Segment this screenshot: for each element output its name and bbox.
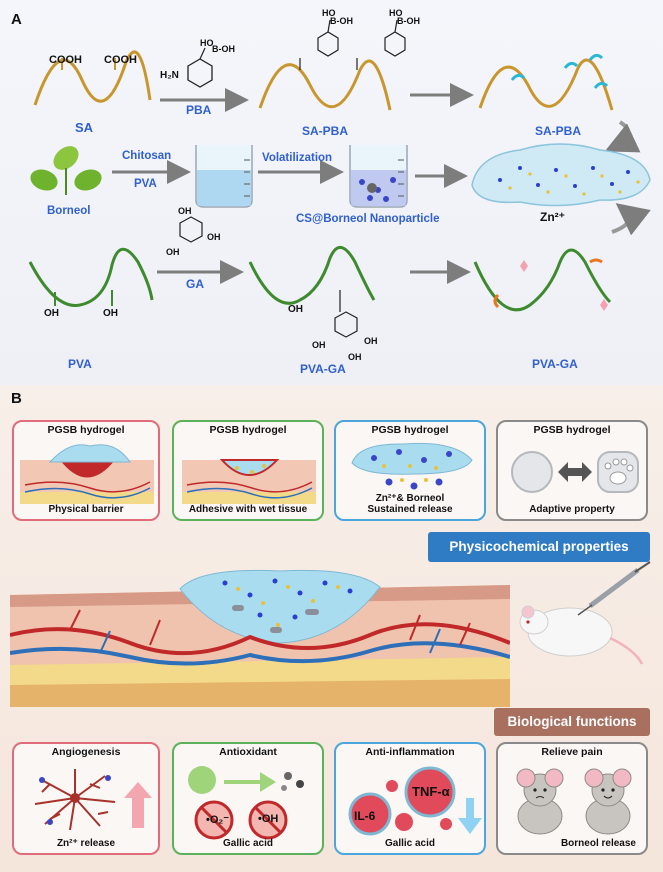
- pva-ga-chain: [248, 246, 376, 305]
- sa-chain: [33, 50, 152, 106]
- cooh-label-2: COOH: [104, 54, 137, 66]
- sapba-ho-2: HO: [389, 8, 403, 18]
- pva-oh-1: OH: [44, 308, 59, 319]
- pva-ga-label-right: PVA-GA: [532, 357, 578, 371]
- pva-small-label: PVA: [134, 178, 157, 190]
- panel-a-graphics: [28, 19, 651, 338]
- pvaga-ring-oh-3: OH: [312, 340, 326, 350]
- function-title: Relieve pain: [541, 746, 603, 758]
- function-caption: Zn²⁺ release: [56, 838, 116, 849]
- card-adhesive: PGSB hydrogel Adhesive with wet tissue: [172, 420, 324, 521]
- sapba-boh-1: B-OH: [330, 16, 353, 26]
- function-antioxidant: Antioxidant •O₂⁻ •OH Gallic acid: [172, 742, 324, 855]
- borneol-leaf: [53, 146, 79, 170]
- ga-label: GA: [186, 277, 204, 291]
- panel-a-letter: A: [11, 11, 22, 28]
- tnf-label: TNF-α: [412, 784, 450, 799]
- card-adaptive: PGSB hydrogel Adaptive property: [496, 420, 648, 521]
- borneol-label: Borneol: [47, 205, 91, 217]
- pva-chain: [28, 247, 154, 307]
- pba-benzene: [187, 58, 213, 88]
- pba-ho: HO: [200, 38, 214, 48]
- function-caption: Borneol release: [560, 838, 636, 849]
- card-caption: Adaptive property: [529, 504, 615, 515]
- sapba-boh-2: B-OH: [397, 16, 420, 26]
- nanoparticle-label: CS@Borneol Nanoparticle: [296, 213, 440, 225]
- sa-pba-label-right: SA-PBA: [535, 124, 582, 138]
- function-angiogenesis: Angiogenesis Zn²⁺ release: [12, 742, 160, 855]
- sa-label: SA: [75, 120, 94, 135]
- card-caption-2: Sustained release: [367, 504, 453, 515]
- sa-pba-chain-right: [478, 58, 614, 111]
- card-title: PGSB hydrogel: [533, 424, 611, 436]
- o2-radical-label: •O₂⁻: [206, 814, 230, 826]
- function-caption: Gallic acid: [222, 838, 274, 849]
- pvaga-ring-oh-2: OH: [348, 352, 362, 362]
- sa-pba-label: SA-PBA: [302, 124, 349, 138]
- pva-label: PVA: [68, 357, 92, 371]
- gel-drop: [471, 143, 651, 207]
- function-title: Angiogenesis: [51, 746, 121, 758]
- mouse-syringe-illustration: [519, 561, 651, 665]
- sapba-ho-1: HO: [322, 8, 336, 18]
- card-caption: Zn²⁺& Borneol: [375, 493, 445, 504]
- cooh-label-1: COOH: [49, 54, 82, 66]
- pba-label: PBA: [186, 103, 212, 117]
- card-physical-barrier: PGSB hydrogel Physical barrier: [12, 420, 160, 521]
- ga-benzene: [179, 216, 203, 243]
- ga-oh-top: OH: [178, 206, 192, 216]
- barrier-illustration: [20, 444, 154, 504]
- pva-ga-chain-right: [473, 248, 612, 312]
- card-title: PGSB hydrogel: [209, 424, 287, 436]
- volatilization-label: Volatilization: [262, 152, 333, 164]
- oh-radical-label: •OH: [258, 813, 279, 825]
- mice-illustration: [516, 768, 632, 835]
- function-title: Antioxidant: [219, 746, 277, 758]
- ga-oh-left: OH: [166, 247, 180, 257]
- card-title: PGSB hydrogel: [47, 424, 125, 436]
- panel-b-letter: B: [11, 390, 22, 407]
- angiogenesis-illustration: [34, 769, 152, 831]
- adhesive-illustration: [182, 459, 316, 504]
- il6-label: IL-6: [354, 809, 376, 823]
- pba-h2n: H₂N: [160, 70, 179, 81]
- wound-illustration: [10, 569, 510, 707]
- card-caption: Physical barrier: [48, 504, 124, 515]
- pva-ga-label: PVA-GA: [300, 362, 346, 376]
- sa-pba-chain: [258, 59, 392, 111]
- chitosan-label: Chitosan: [122, 150, 172, 162]
- banner-biological: Biological functions: [494, 708, 650, 736]
- antioxidant-illustration: [188, 766, 304, 840]
- anti-inflammation-illustration: [348, 766, 482, 836]
- pvaga-oh: OH: [288, 304, 303, 315]
- zn-label: Zn²⁺: [540, 210, 565, 224]
- ga-oh-right: OH: [207, 232, 221, 242]
- card-title: PGSB hydrogel: [371, 424, 449, 436]
- function-title: Anti-inflammation: [365, 746, 455, 758]
- pba-boh: B-OH: [212, 44, 235, 54]
- function-anti-inflammation: Anti-inflammation TNF-α IL-6 Gallic acid: [334, 742, 486, 855]
- banner-physicochemical: Physicochemical properties: [428, 532, 650, 562]
- function-caption: Gallic acid: [384, 838, 436, 849]
- function-relieve-pain: Relieve pain Borneol release: [496, 742, 648, 855]
- release-illustration: [351, 442, 473, 490]
- pvaga-ring-oh-1: OH: [364, 336, 378, 346]
- card-caption: Adhesive with wet tissue: [188, 504, 308, 515]
- pva-oh-2: OH: [103, 308, 118, 319]
- adaptive-illustration: [511, 451, 639, 493]
- card-sustained-release: PGSB hydrogel Zn²⁺& Borneol Sustained re…: [334, 420, 486, 521]
